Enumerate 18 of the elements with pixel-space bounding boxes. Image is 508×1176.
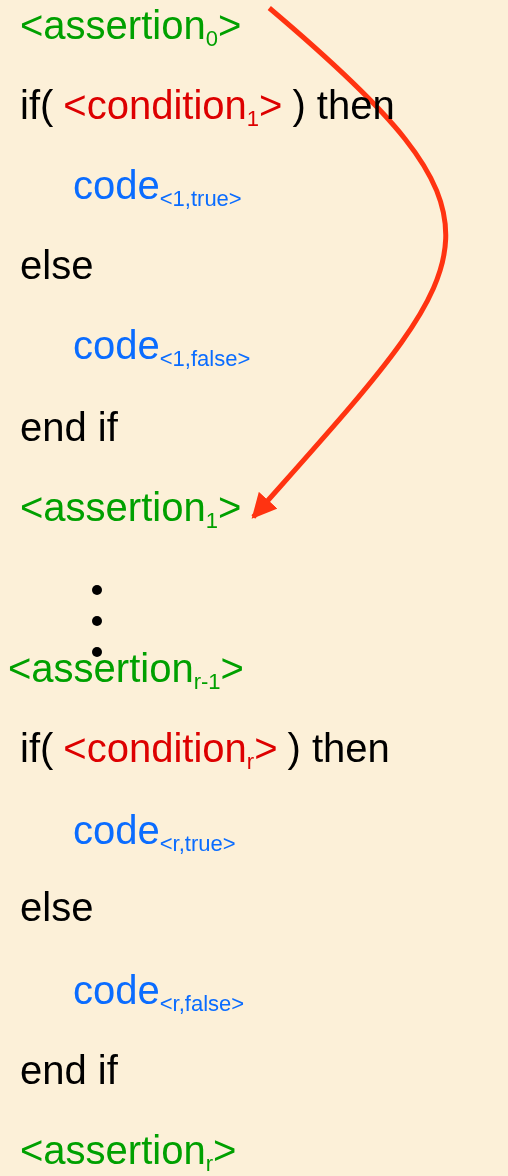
arrow	[251, 6, 448, 519]
code-text: end if	[20, 404, 118, 451]
code-text: else	[20, 884, 94, 931]
code-text: <condition$_{1}$>	[63, 82, 283, 130]
assertion-text: <assertion$_{0}$>	[20, 0, 242, 50]
assertion-text: <assertion$_{1}$>	[20, 482, 242, 532]
code-text: <assertion$_{r}$>	[20, 1127, 237, 1175]
code-text: if(	[20, 725, 54, 772]
code-text: <assertion$_{r-1}$>	[8, 645, 244, 693]
code-text: <condition$_{r}$>	[63, 725, 278, 773]
code-text: if(	[20, 82, 54, 129]
code-text: else	[20, 242, 94, 289]
code-text: ) then	[287, 725, 390, 772]
code-text: code$_{<1,true>}$	[73, 162, 242, 210]
code-text: code$_{<1,false>}$	[73, 322, 251, 370]
code-text: code$_{<r,true>}$	[73, 807, 236, 855]
code-text: end if	[20, 1047, 118, 1094]
code-text: code$_{<r,false>}$	[73, 967, 245, 1015]
